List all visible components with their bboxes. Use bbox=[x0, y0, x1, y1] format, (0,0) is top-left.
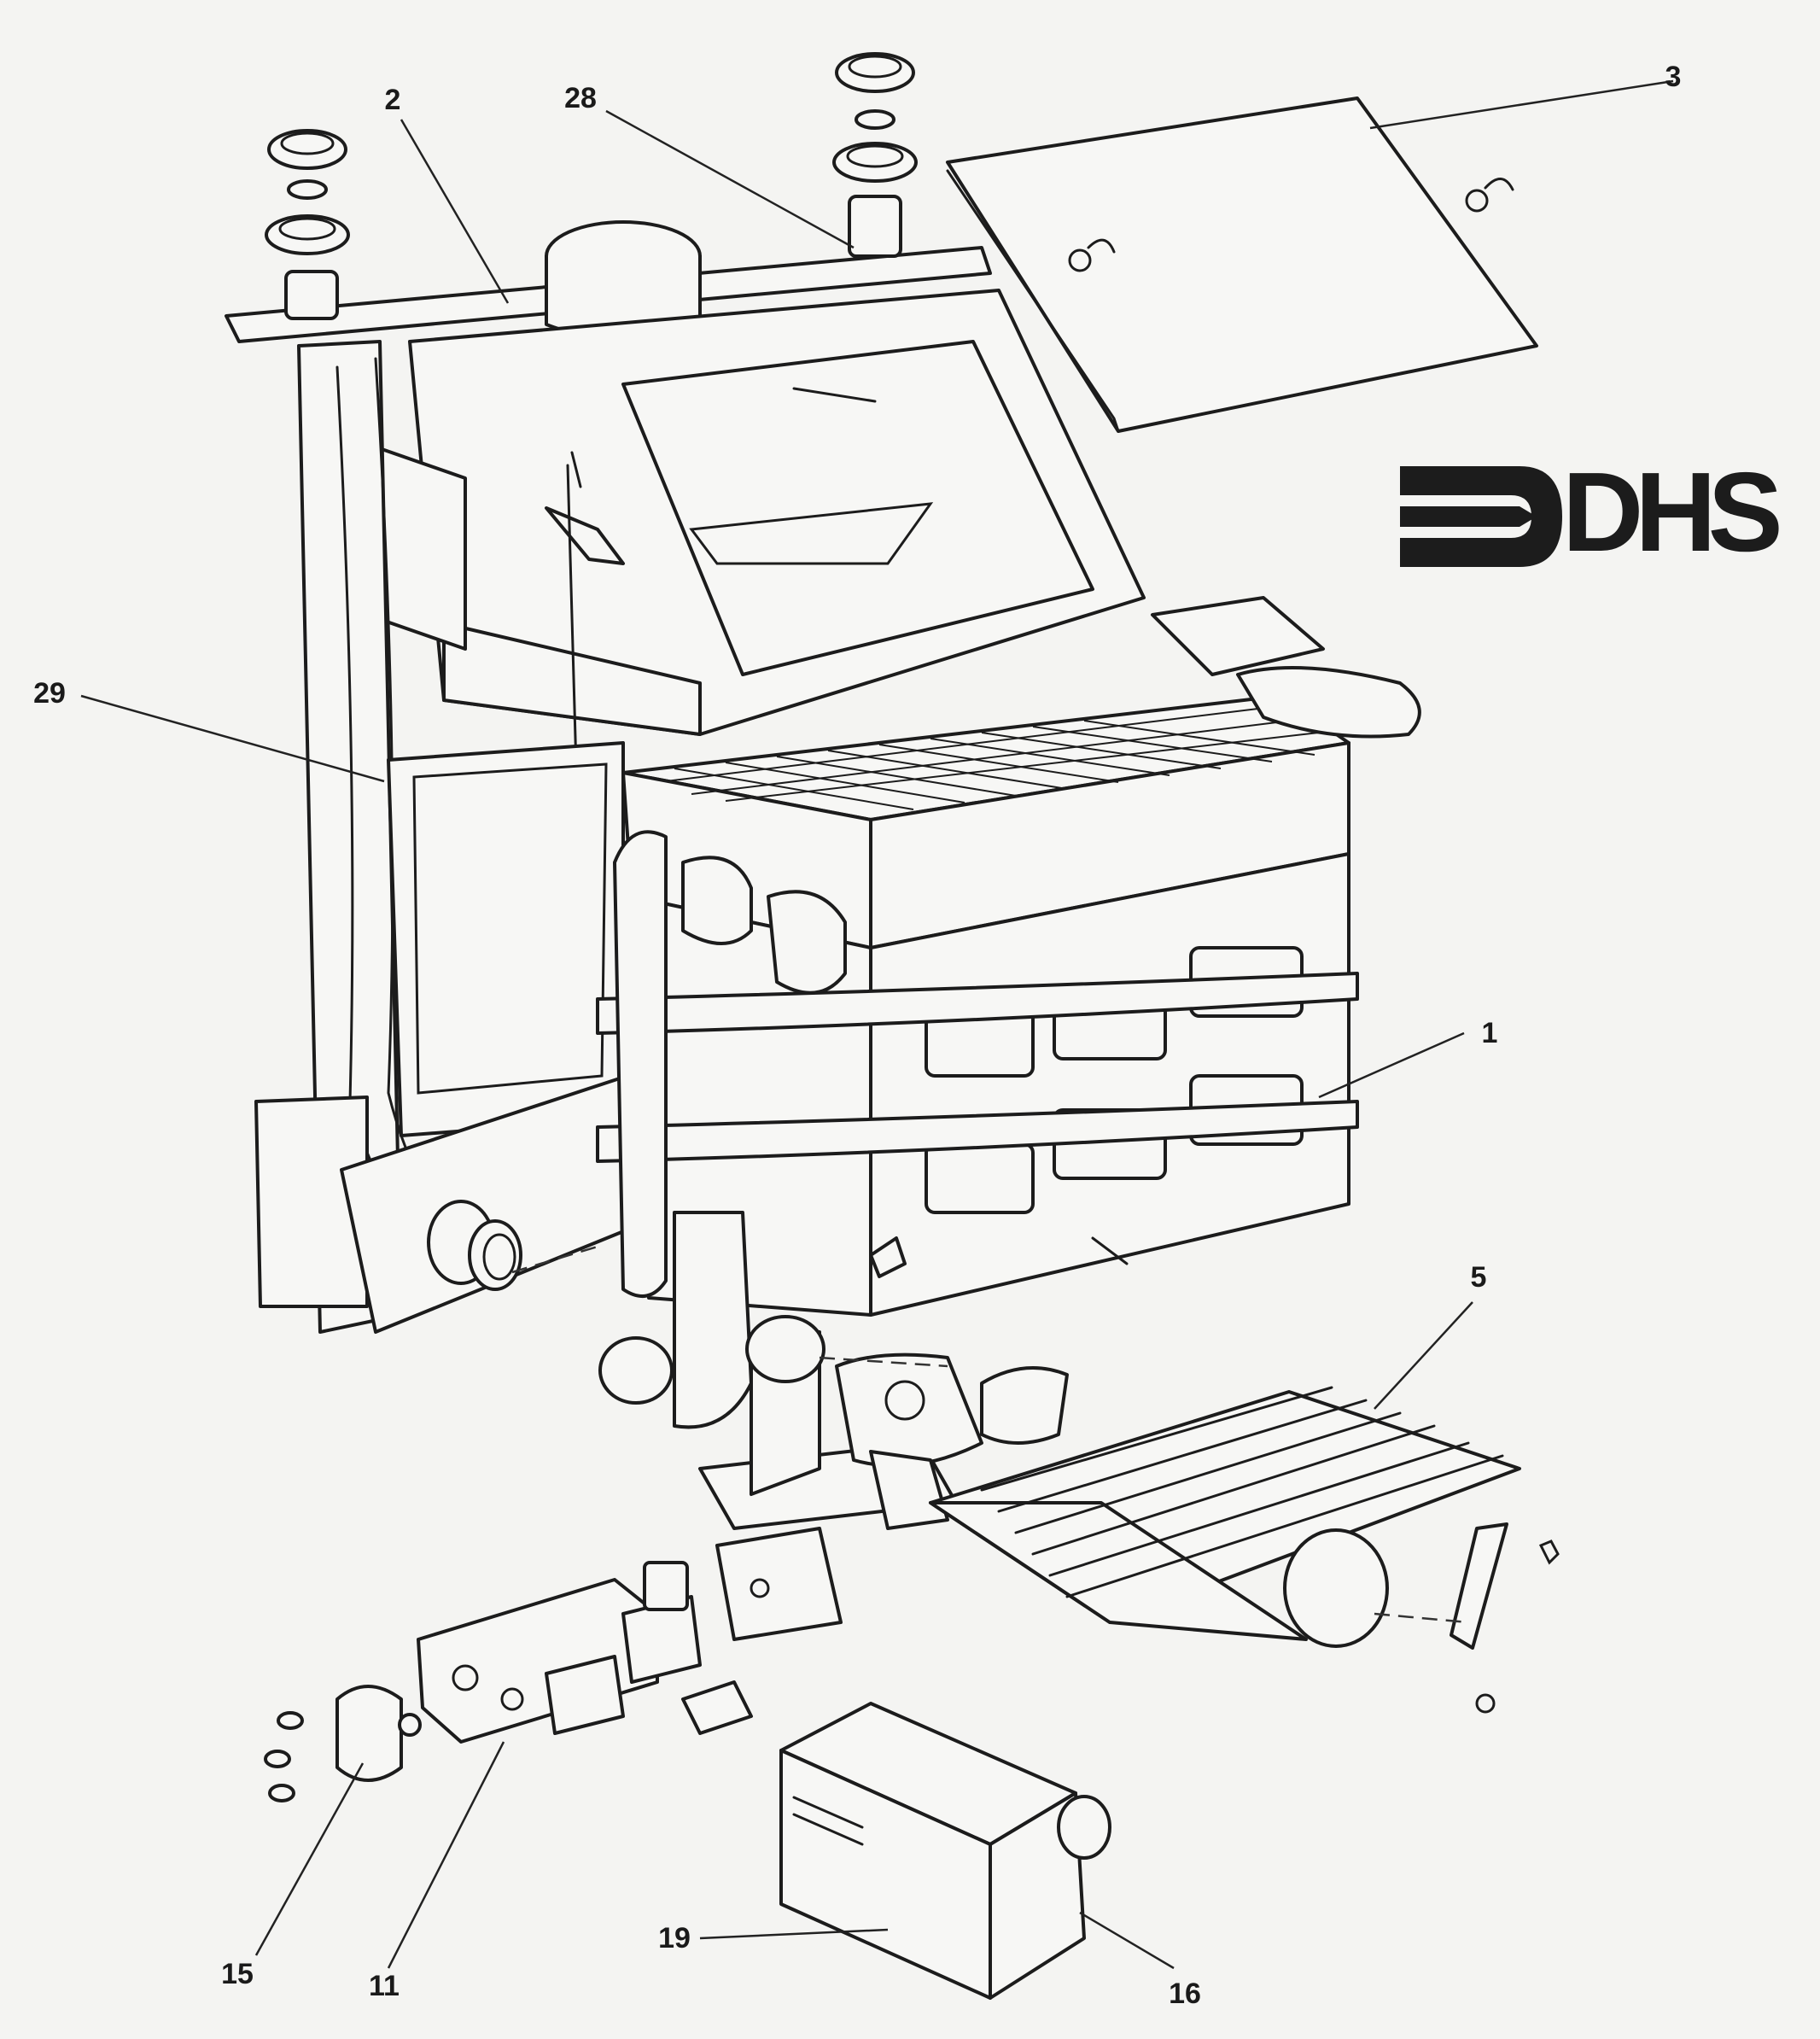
leader-line-19 bbox=[699, 1928, 889, 1940]
top-cover-panel bbox=[946, 96, 1538, 433]
fin-grill bbox=[665, 706, 1320, 810]
leader-line-5 bbox=[1374, 1301, 1473, 1410]
side-frame-with-pipe bbox=[254, 340, 650, 1334]
leader-line-16 bbox=[1079, 1911, 1175, 1970]
dhs-logo-text: DHS bbox=[1562, 449, 1783, 575]
leader-line-3 bbox=[1369, 79, 1674, 130]
leader-line-28 bbox=[605, 109, 855, 249]
return-pipe bbox=[598, 1211, 753, 1429]
dhs-logo-mark bbox=[1400, 466, 1562, 567]
callout-28: 28 bbox=[564, 82, 597, 114]
gas-cock bbox=[264, 1685, 422, 1802]
callout-15: 15 bbox=[221, 1958, 254, 1990]
callout-19: 19 bbox=[658, 1922, 691, 1954]
callout-16: 16 bbox=[1169, 1978, 1201, 2010]
dhs-logo: DHS bbox=[1391, 453, 1793, 581]
draught-diverter-hood bbox=[365, 289, 1146, 770]
callout-5: 5 bbox=[1470, 1261, 1487, 1294]
heat-exchanger bbox=[596, 694, 1359, 1317]
callout-29: 29 bbox=[33, 677, 66, 710]
overheat-sensor bbox=[1151, 596, 1421, 821]
pipe-union-fitting bbox=[427, 1200, 522, 1291]
leader-line-1 bbox=[1318, 1031, 1465, 1099]
callout-11: 11 bbox=[369, 1970, 400, 2002]
callout-3: 3 bbox=[1665, 61, 1682, 93]
callout-2: 2 bbox=[384, 84, 401, 116]
alignment-line bbox=[1374, 1612, 1469, 1624]
leader-line-29 bbox=[80, 694, 385, 783]
gas-valve bbox=[417, 1561, 753, 1744]
alignment-line bbox=[511, 1245, 598, 1274]
leader-line-2 bbox=[400, 119, 510, 304]
gas-manifold bbox=[835, 1353, 983, 1530]
nut-stack-right bbox=[832, 52, 918, 258]
callout-1: 1 bbox=[1481, 1017, 1498, 1049]
pump-unit bbox=[779, 1702, 1111, 2000]
nut-stack-left bbox=[265, 129, 350, 320]
leader-line-11 bbox=[387, 1741, 505, 1969]
alignment-line bbox=[819, 1356, 948, 1368]
leader-line-15 bbox=[254, 1762, 365, 1956]
burner bbox=[929, 1366, 1560, 1714]
